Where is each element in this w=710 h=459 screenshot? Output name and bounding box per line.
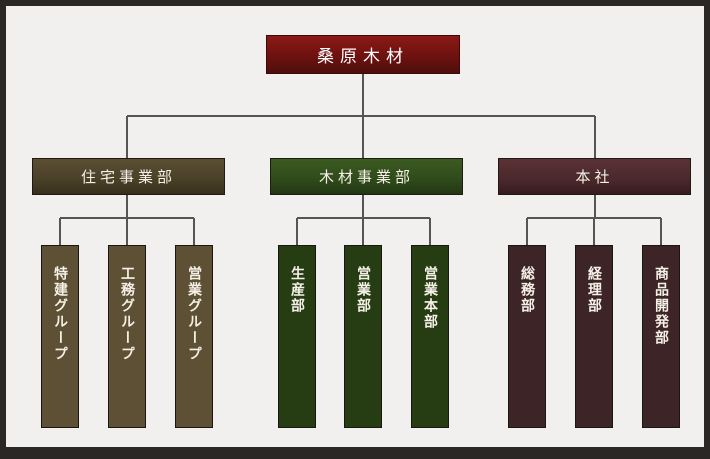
connector-lines — [59, 74, 662, 245]
unit-label: 営業部 — [355, 266, 371, 314]
unit-hq-2: 経理部 — [575, 245, 613, 428]
division-hq-label: 本社 — [575, 168, 614, 186]
unit-label: 工務グループ — [119, 266, 135, 362]
unit-housing-1: 特建グループ — [41, 245, 79, 428]
unit-label: 営業グループ — [186, 266, 202, 362]
division-timber-box: 木材事業部 — [270, 158, 463, 195]
division-housing-box: 住宅事業部 — [32, 158, 225, 195]
unit-hq-1: 総務部 — [508, 245, 546, 428]
unit-label: 総務部 — [519, 266, 535, 314]
division-timber-label: 木材事業部 — [318, 168, 414, 186]
division-housing-label: 住宅事業部 — [80, 168, 176, 186]
unit-hq-3: 商品開発部 — [642, 245, 680, 428]
unit-label: 営業本部 — [422, 266, 438, 330]
unit-label: 特建グループ — [52, 266, 68, 362]
unit-timber-1: 生産部 — [278, 245, 316, 428]
division-hq-box: 本社 — [498, 158, 691, 195]
unit-label: 生産部 — [289, 266, 305, 314]
unit-housing-2: 工務グループ — [108, 245, 146, 428]
unit-label: 商品開発部 — [653, 266, 669, 346]
unit-timber-3: 営業本部 — [411, 245, 449, 428]
unit-timber-2: 営業部 — [344, 245, 382, 428]
unit-label: 経理部 — [586, 266, 602, 314]
company-root-box: 桑原木材 — [266, 35, 460, 74]
company-name: 桑原木材 — [317, 47, 409, 67]
unit-housing-3: 営業グループ — [175, 245, 213, 428]
